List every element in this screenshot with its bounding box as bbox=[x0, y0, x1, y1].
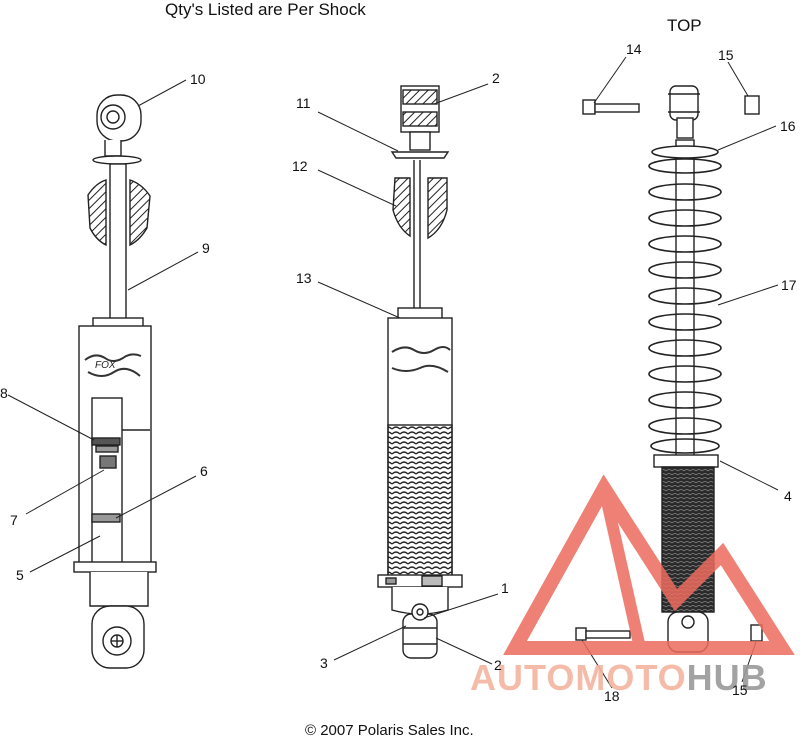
left-spring-seat bbox=[73, 561, 157, 573]
callout-3: 3 bbox=[320, 655, 328, 671]
callout-4: 4 bbox=[784, 488, 792, 504]
callout-9: 9 bbox=[202, 240, 210, 256]
left-valve bbox=[95, 445, 119, 453]
svg-text:FOX: FOX bbox=[95, 360, 116, 371]
quantity-note: Qty's Listed are Per Shock bbox=[165, 0, 366, 19]
callout-5: 5 bbox=[16, 567, 24, 583]
left-piston-8 bbox=[91, 437, 121, 446]
middle-bumper-left bbox=[392, 177, 411, 238]
watermark-text: AUTOMOTOHUB bbox=[470, 657, 768, 699]
left-bumper-right bbox=[129, 179, 151, 247]
right-spring-seat bbox=[653, 454, 719, 468]
callout-17: 17 bbox=[781, 277, 797, 293]
callout-10: 10 bbox=[190, 71, 206, 87]
right-top-eyelet bbox=[669, 85, 699, 121]
watermark-suffix: HUB bbox=[686, 657, 768, 698]
middle-shock bbox=[377, 85, 463, 659]
bolt-14 bbox=[582, 99, 640, 115]
nut-15-bottom bbox=[750, 624, 763, 642]
watermark-logo-mark bbox=[503, 474, 795, 655]
callout-6: 6 bbox=[200, 463, 208, 479]
callout-7: 7 bbox=[10, 512, 18, 528]
callout-12: 12 bbox=[292, 158, 308, 174]
left-shaft bbox=[109, 163, 127, 320]
nut-15-top bbox=[744, 95, 760, 115]
left-floating-piston bbox=[91, 513, 121, 523]
callout-16: 16 bbox=[780, 118, 796, 134]
callout-8: 8 bbox=[0, 385, 8, 401]
left-piston-7 bbox=[99, 455, 117, 469]
middle-threads bbox=[387, 424, 453, 578]
callout-13: 13 bbox=[296, 270, 312, 286]
right-shock bbox=[575, 85, 763, 653]
middle-bumper-right bbox=[427, 177, 448, 240]
left-eyelet-bushing bbox=[100, 104, 126, 130]
callout-14: 14 bbox=[626, 41, 642, 57]
middle-top-washer bbox=[390, 151, 450, 159]
callout-15-top: 15 bbox=[718, 47, 734, 63]
bolt-18 bbox=[575, 627, 631, 641]
right-spring bbox=[648, 145, 722, 454]
callout-1: 1 bbox=[501, 580, 509, 596]
leader-lines bbox=[7, 56, 779, 689]
callout-2-top: 2 bbox=[492, 70, 500, 86]
left-bumper-left bbox=[87, 179, 107, 247]
top-label: TOP bbox=[667, 16, 702, 35]
callout-18: 18 bbox=[604, 688, 620, 704]
callout-2-bottom: 2 bbox=[494, 657, 502, 673]
callout-11: 11 bbox=[296, 95, 311, 111]
callout-15-bottom: 15 bbox=[732, 682, 748, 698]
left-shock: FOX bbox=[73, 94, 157, 669]
watermark-prefix: AUTOMOTO bbox=[470, 657, 687, 698]
copyright: © 2007 Polaris Sales Inc. bbox=[305, 722, 474, 739]
left-top-washer bbox=[92, 155, 142, 165]
